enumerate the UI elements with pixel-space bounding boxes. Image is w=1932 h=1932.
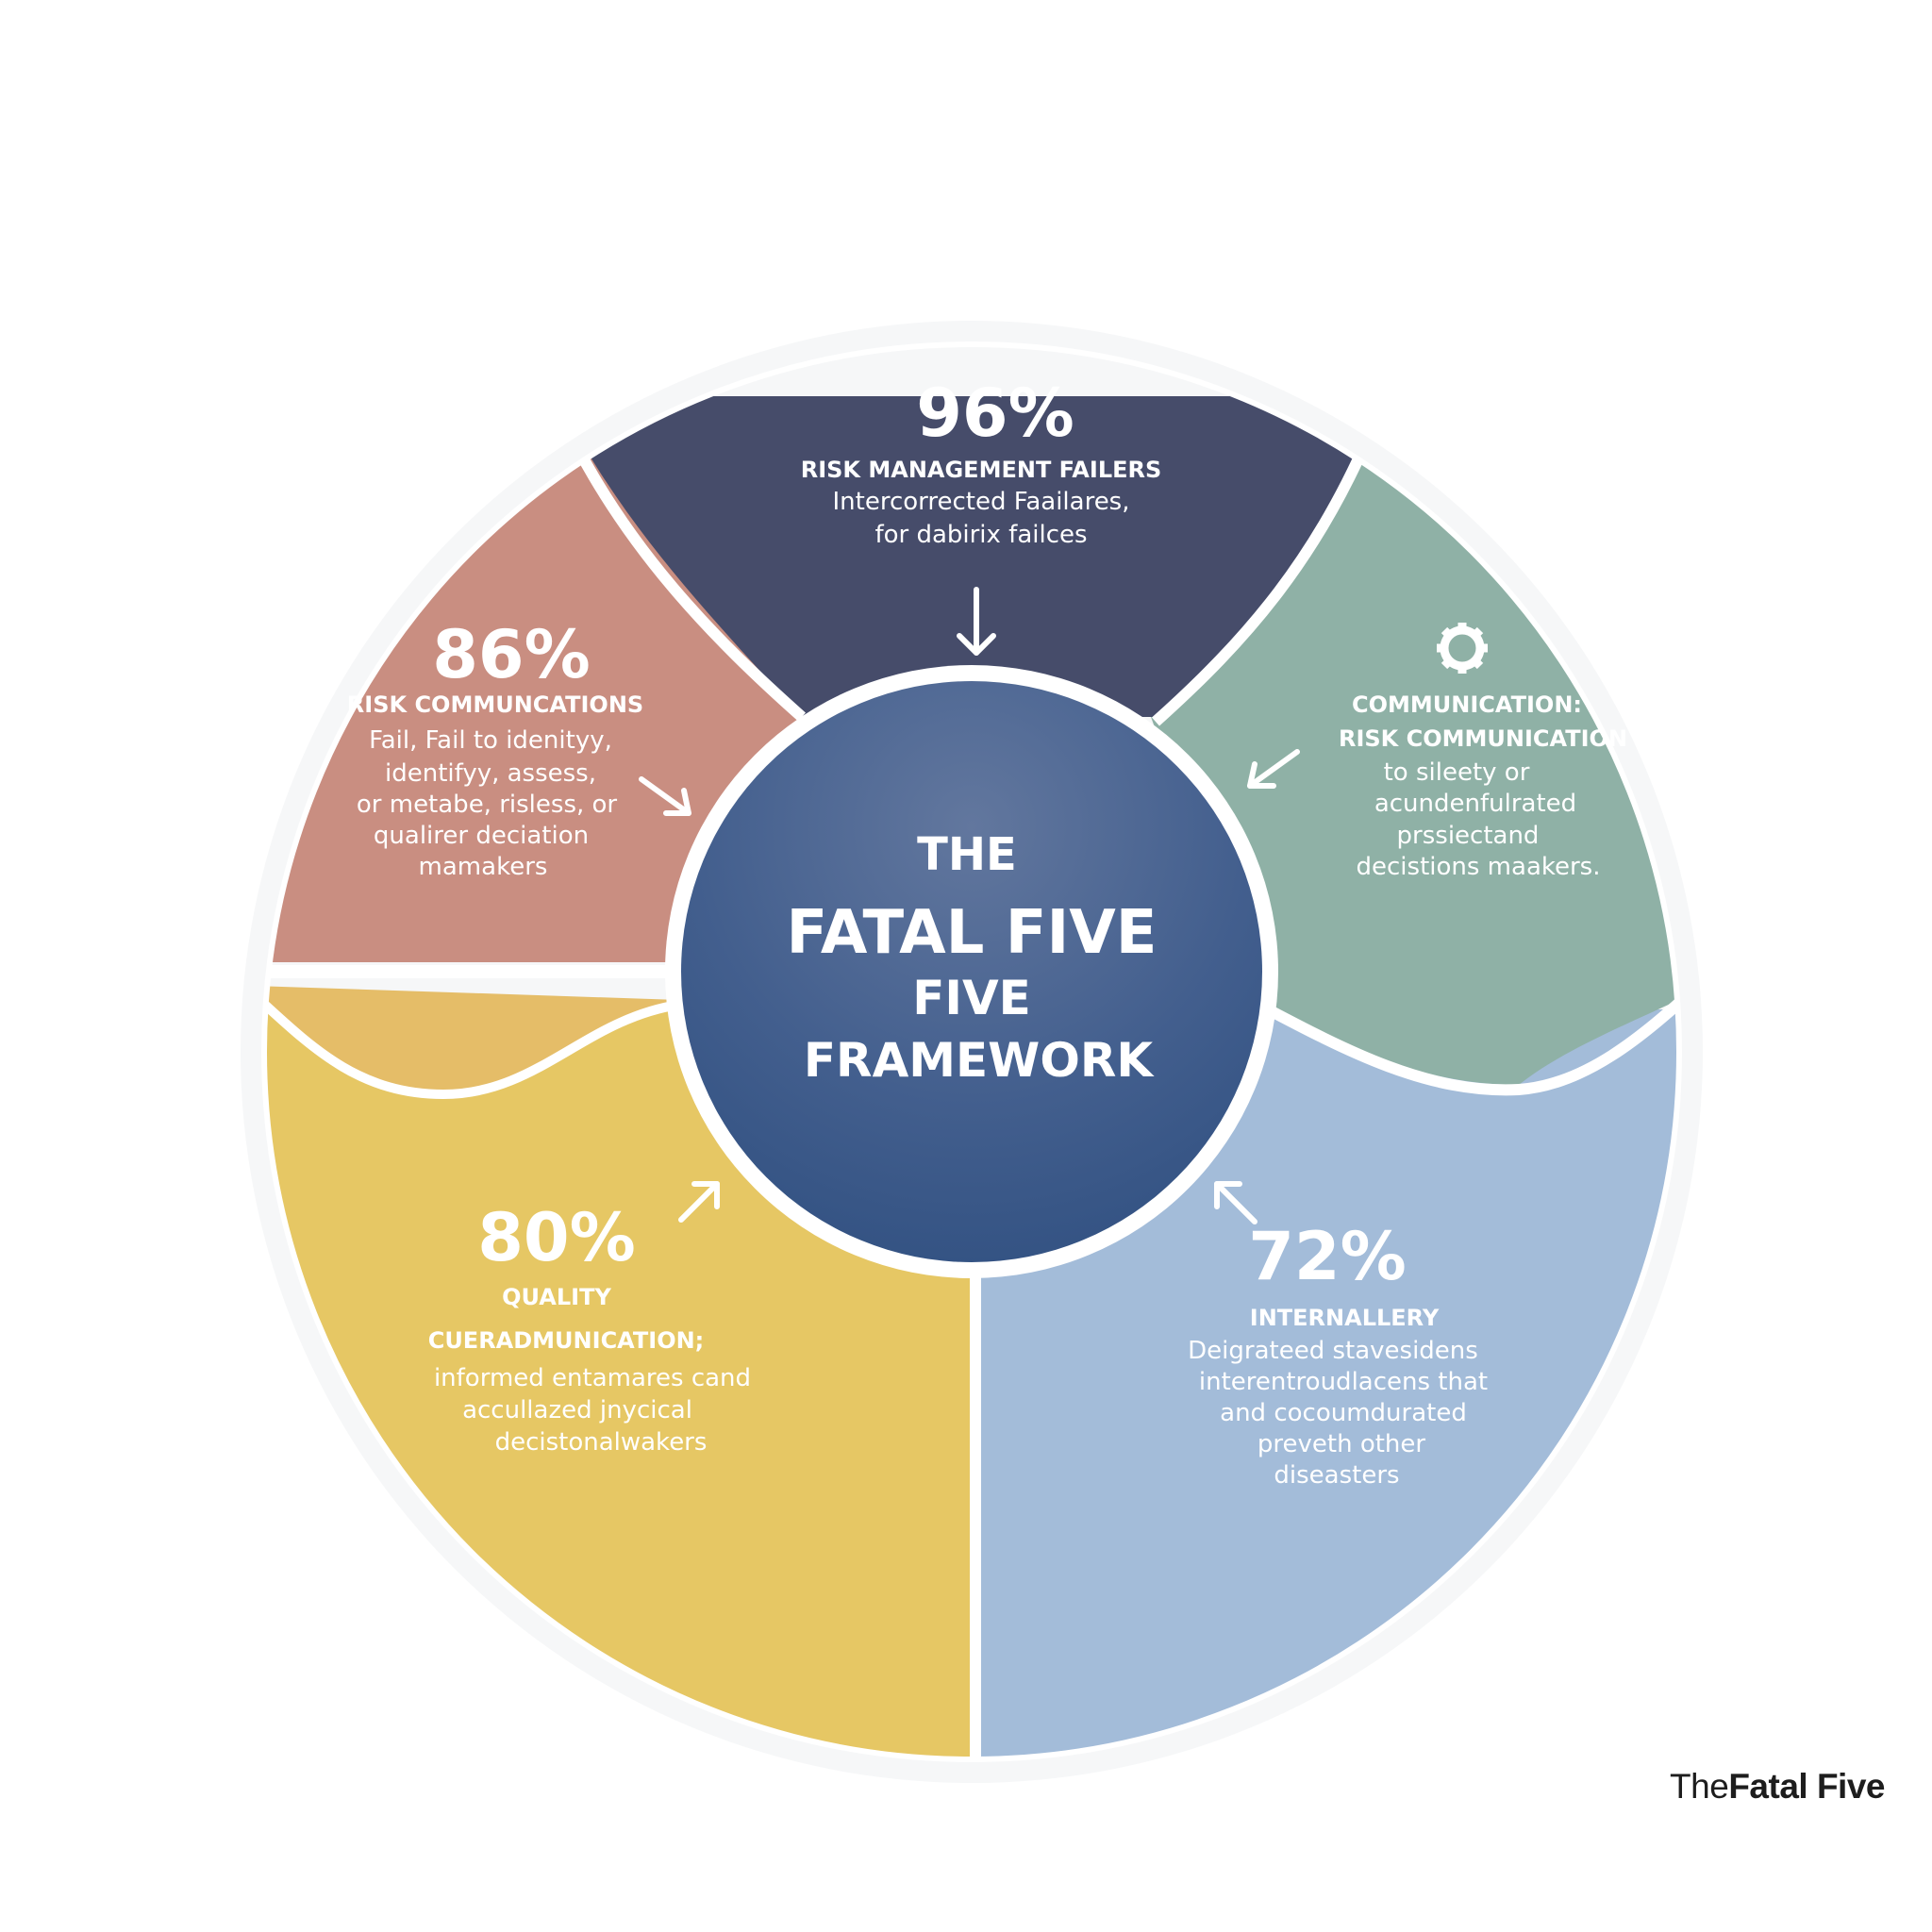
top-line: Intercorrected Faailares,	[833, 488, 1130, 516]
center-title-line1: THE	[917, 828, 1017, 881]
arrow-up-left-icon	[1214, 1181, 1257, 1224]
right-title: COMMUNICATION:	[1352, 691, 1582, 718]
left-title: RISK COMMUNCATIONS	[347, 691, 643, 718]
left-line: or metabe, risless, or	[357, 791, 618, 819]
brand-wordmark: TheFatal Five	[1670, 1767, 1885, 1807]
arrow-down-right-icon	[639, 776, 691, 816]
left-line: mamakers	[419, 853, 548, 881]
top-percent: 96%	[916, 375, 1074, 452]
brand-prefix: The	[1670, 1767, 1729, 1806]
top-title: RISK MANAGEMENT FAILERS	[801, 457, 1162, 483]
arrow-down-left-icon	[1247, 749, 1300, 789]
arrow-up-right-icon	[678, 1181, 720, 1223]
right-line: acundenfulrated	[1374, 790, 1576, 818]
left-line: identifyy, assess,	[385, 759, 596, 788]
bottom-right-title: INTERNALLERY	[1250, 1305, 1440, 1331]
separator-top-right	[1151, 412, 1383, 726]
segment-bottom-left-wave	[264, 986, 679, 1094]
center-title-line3: FIVE	[912, 971, 1031, 1025]
bottom-right-line: and cocoumdurated	[1220, 1399, 1467, 1427]
gear-icon	[1437, 623, 1488, 674]
bottom-right-percent: 72%	[1248, 1218, 1407, 1295]
right-subtitle: RISK COMMUNICATION	[1339, 725, 1627, 752]
bottom-left-line: decistonalwakers	[495, 1428, 708, 1457]
right-line: prssiectand	[1397, 822, 1540, 850]
bottom-left-title: QUALITY	[502, 1284, 611, 1310]
bottom-right-line: interentroudlacens that	[1199, 1368, 1488, 1396]
down-arrow-icon	[957, 587, 996, 656]
bottom-left-subtitle: CUERADMUNICATION;	[428, 1327, 705, 1354]
bottom-right-line: Deigrateed stavesidens	[1188, 1337, 1478, 1365]
left-line: Fail, Fail to idenityy,	[369, 726, 612, 755]
bottom-right-line: diseasters	[1274, 1461, 1399, 1490]
brand-bold: Fatal Five	[1728, 1767, 1885, 1806]
left-line: qualirer deciation	[374, 822, 589, 850]
separator-top-left	[556, 412, 806, 722]
separator-gold-wave	[264, 991, 680, 1100]
separator-right-wave	[1247, 981, 1679, 1096]
right-line: decistions maakers.	[1357, 853, 1601, 881]
left-percent: 86%	[432, 616, 591, 693]
right-line: to sileety or	[1384, 758, 1530, 787]
segment-top	[557, 396, 1377, 717]
center-title-line4: FRAMEWORK	[804, 1033, 1155, 1088]
center-hub	[681, 681, 1262, 1262]
wheel-rim	[261, 341, 1682, 1762]
bottom-left-line: accullazed jnycical	[462, 1396, 692, 1424]
center-title-line2: FATAL FIVE	[787, 898, 1158, 968]
bottom-right-line: preveth other	[1257, 1430, 1426, 1458]
top-line: for dabirix failces	[874, 521, 1087, 549]
bottom-left-line: informed entamares cand	[434, 1364, 751, 1392]
bottom-left-percent: 80%	[477, 1199, 636, 1276]
